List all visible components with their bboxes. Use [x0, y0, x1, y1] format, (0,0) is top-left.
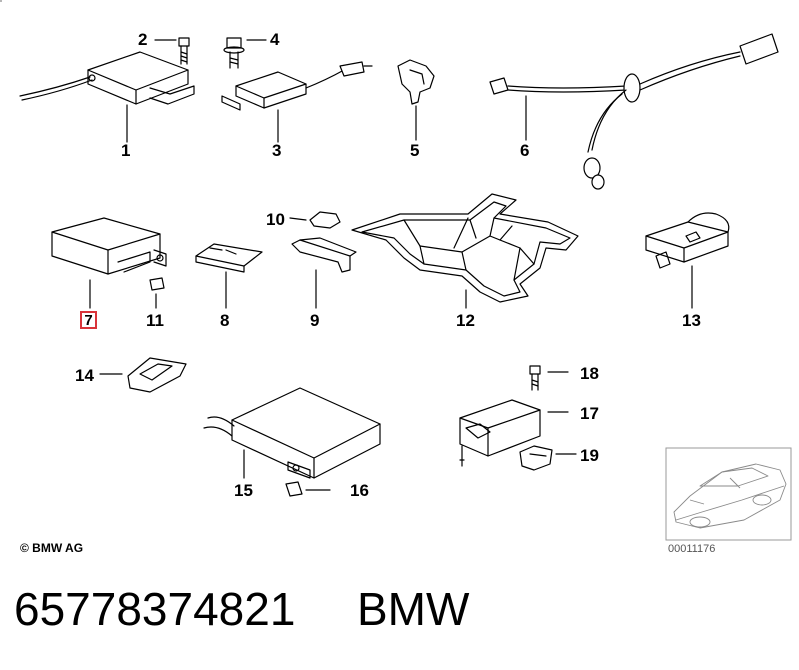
- callout-19: 19: [580, 446, 599, 465]
- part-4-screw: [223, 37, 267, 69]
- part-12-sensor-mat: [351, 193, 579, 309]
- part-2-bolt: [154, 37, 190, 65]
- copyright-notice: © BMW AG: [20, 541, 84, 555]
- part-16-nut: [285, 481, 331, 497]
- callout-14: 14: [75, 366, 94, 385]
- callout-2: 2: [138, 30, 148, 49]
- callout-10: 10: [266, 210, 285, 229]
- callout-5: 5: [410, 141, 420, 160]
- callout-6: 6: [520, 141, 530, 160]
- part-15-control-unit: [203, 387, 381, 479]
- part-11-nut: [149, 277, 165, 309]
- callout-11: 11: [146, 311, 164, 330]
- callout-16: 16: [350, 481, 369, 500]
- part-5-clip: [397, 59, 435, 141]
- part-number: 65778374821: [14, 583, 296, 635]
- callout-3: 3: [272, 141, 282, 160]
- part-19-nut: [519, 445, 577, 471]
- part-8-plate: [195, 243, 263, 309]
- callout-12: 12: [456, 311, 475, 330]
- part-13-sensor: [645, 212, 730, 309]
- part-9-bracket: [291, 237, 357, 309]
- part-14-retainer: [99, 357, 187, 393]
- diagram-reference-number: 00011176: [668, 543, 716, 555]
- brand-name: BMW: [357, 583, 470, 635]
- vehicle-thumbnail: [665, 447, 792, 541]
- part-3-module: [221, 61, 373, 143]
- part-7-control-unit: [51, 217, 167, 309]
- callout-18: 18: [580, 364, 599, 383]
- part-1-control-unit: [19, 51, 195, 143]
- part-17-sensor: [459, 399, 569, 467]
- callout-17: 17: [580, 404, 599, 423]
- callout-8: 8: [220, 311, 230, 330]
- callout-9: 9: [310, 311, 320, 330]
- callout-7: 7: [84, 312, 93, 329]
- callout-15: 15: [234, 481, 253, 500]
- callout-4: 4: [270, 30, 280, 49]
- callout-1: 1: [121, 141, 131, 160]
- callout-7-highlight: 7: [80, 311, 97, 329]
- callout-13: 13: [682, 311, 701, 330]
- part-10-clip: [289, 211, 341, 229]
- part-18-screw: [529, 365, 569, 391]
- part-6-harness: [489, 33, 779, 190]
